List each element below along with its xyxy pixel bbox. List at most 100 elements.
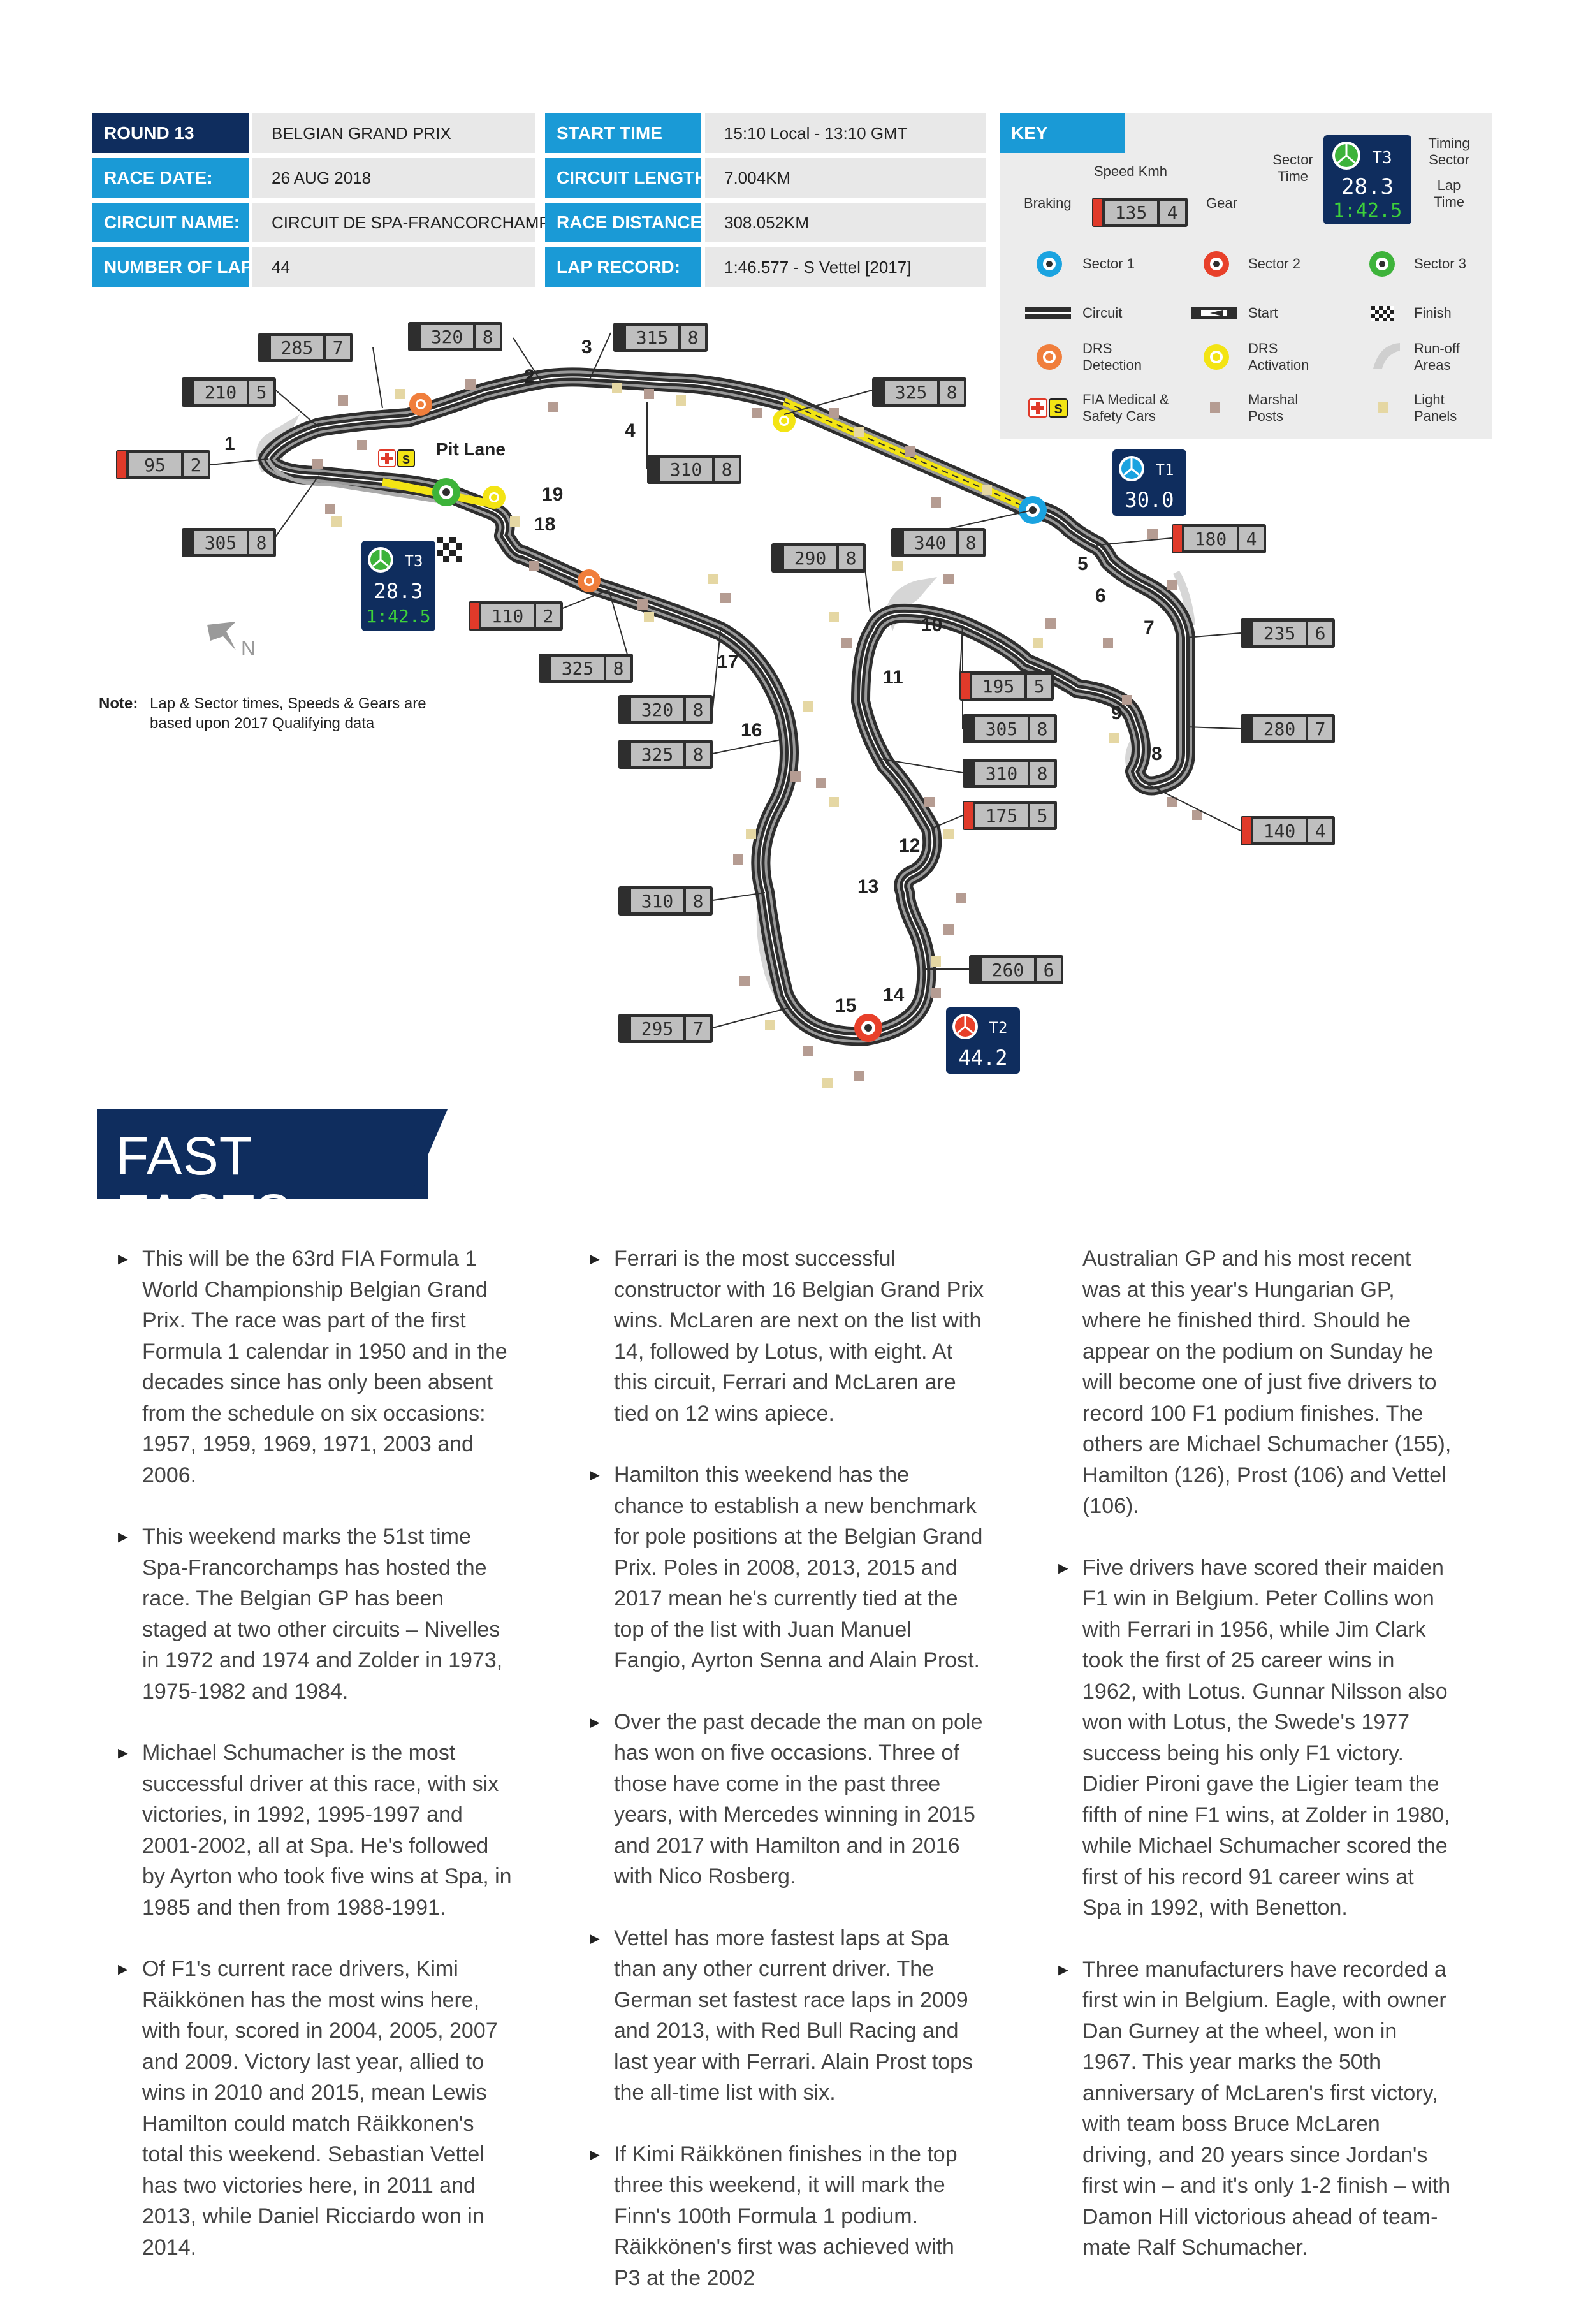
gear-value: 5 [1037, 805, 1048, 826]
pit-lane-path [266, 458, 447, 504]
marshal-post-marker [931, 988, 941, 998]
speed-value: 235 [1264, 623, 1296, 644]
light-panel-marker [829, 797, 839, 807]
key-sector1: Sector 1 [1082, 256, 1135, 272]
light-panel-marker [892, 561, 903, 571]
lap-record-label: LAP RECORD: [545, 247, 701, 287]
key-symbols: S [1025, 251, 1400, 418]
speed-value: 295 [641, 1018, 674, 1039]
circuit-name-value: CIRCUIT DE SPA-FRANCORCHAMPS [252, 203, 561, 242]
circuit-name-label: CIRCUIT NAME: [92, 203, 249, 242]
gear-value: 8 [693, 699, 704, 720]
marshal-post-marker [931, 497, 941, 508]
gear-value: 8 [846, 548, 857, 569]
speed-value: 305 [986, 719, 1018, 740]
key-sample-sector-label: T3 [1372, 149, 1392, 168]
marshal-post-marker [943, 574, 954, 584]
round-label: ROUND 13 [92, 113, 249, 153]
marshal-post-marker [829, 408, 839, 418]
speed-value: 310 [986, 763, 1018, 784]
fact-text: Over the past decade the man on pole has… [614, 1709, 983, 1889]
drs-detection-marker-1 [409, 393, 432, 416]
gear-value: 6 [1315, 623, 1326, 644]
mercedes-star-icon [372, 550, 389, 567]
lap-time-value: 1:42.5 [366, 606, 430, 627]
marshal-post-marker [644, 389, 654, 399]
circuit-map: S N Pit Lane 123456789101112131415161718… [116, 322, 1335, 1088]
callout-leader-line [712, 631, 721, 709]
key-sample-sector-time: 28.3 [1341, 174, 1394, 200]
sector-label: T1 [1156, 461, 1174, 479]
braking-indicator [961, 673, 970, 699]
turn-number-label: 5 [1077, 553, 1088, 574]
sector-time-value: 28.3 [374, 579, 423, 603]
marshal-post-marker [1103, 638, 1113, 648]
fact-text: Michael Schumacher is the most successfu… [142, 1741, 512, 1920]
fact-item: ►This will be the 63rd FIA Formula 1 Wor… [105, 1243, 513, 1491]
light-panel-marker [822, 1078, 833, 1088]
marshal-posts [312, 379, 1202, 1088]
speed-value: 210 [205, 382, 237, 403]
turn-number-label: 13 [857, 876, 878, 897]
bullet-arrow-icon: ► [586, 2144, 603, 2164]
marshal-post-marker [720, 593, 731, 603]
marshal-post-marker [1167, 580, 1177, 590]
light-panel-marker [395, 389, 405, 399]
note-label: Note: [99, 695, 138, 712]
turn-number-label: 14 [883, 984, 905, 1005]
mercedes-star-icon [1123, 458, 1140, 476]
medical-safety-car-icon: S [1028, 398, 1068, 418]
speed-value: 285 [281, 337, 314, 358]
light-panel-marker [676, 395, 686, 406]
key-sample-speed-text: 135 [1115, 202, 1148, 223]
speed-value: 315 [636, 327, 669, 348]
marshal-post-marker [803, 1046, 813, 1056]
bullet-arrow-icon: ► [586, 1928, 603, 1948]
race-distance-value: 308.052KM [705, 203, 986, 242]
turn-number-label: 8 [1151, 743, 1162, 764]
key-finish: Finish [1414, 305, 1452, 321]
speed-value: 175 [986, 805, 1018, 826]
bullet-arrow-icon: ► [1055, 1558, 1072, 1577]
callout-leader-line [560, 589, 609, 610]
braking-indicator [964, 802, 973, 829]
turn-number-label: 15 [835, 995, 856, 1016]
marshal-post-marker [357, 440, 367, 450]
light-panel-marker [332, 516, 342, 527]
medical-car-marker-icon: S [378, 449, 415, 467]
key-sector3: Sector 3 [1414, 256, 1466, 272]
drs-activation-marker-1 [773, 409, 796, 432]
fact-item: ►Five drivers have scored their maiden F… [1046, 1553, 1454, 1924]
marshal-post-marker [548, 402, 558, 412]
facts-column-1: ►This will be the 63rd FIA Formula 1 Wor… [105, 1243, 513, 2293]
north-arrow-icon [207, 622, 236, 650]
callout-leader-line [1185, 632, 1241, 638]
light-panel-marker [854, 427, 864, 437]
turn-number-label: 4 [625, 420, 636, 441]
key-fia-medical: FIA Medical & Safety Cars [1082, 391, 1169, 424]
marshal-post-marker [1046, 618, 1056, 629]
key-circuit: Circuit [1082, 305, 1123, 321]
callout-leader-line [372, 347, 383, 409]
bullet-arrow-icon: ► [115, 1743, 131, 1762]
fact-text: This weekend marks the 51st time Spa-Fra… [142, 1524, 503, 1704]
circuit-length-value: 7.004KM [705, 158, 986, 198]
light-panel-marker [1033, 638, 1043, 648]
light-panel-marker [510, 516, 520, 527]
sector-label: T3 [405, 552, 423, 570]
turn-number-label: 19 [542, 484, 563, 505]
fact-item: ►Of F1's current race drivers, Kimi Räik… [105, 1954, 513, 2263]
marshal-post-marker [338, 395, 348, 406]
marshal-post-marker [905, 446, 915, 457]
